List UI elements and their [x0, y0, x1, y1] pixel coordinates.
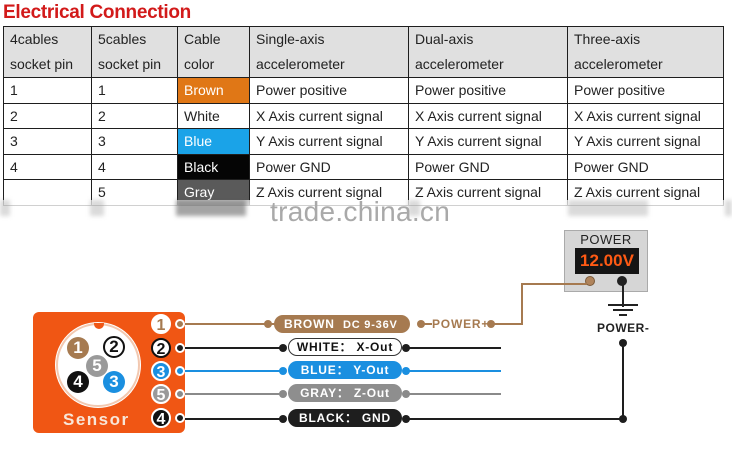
power-minus-label: POWER- [597, 321, 650, 335]
ground-symbol-line-2 [613, 309, 633, 311]
cell-color-black: Black [177, 153, 250, 180]
watermark: trade.china.cn [270, 196, 451, 227]
power-negative-terminal [617, 276, 627, 286]
wire-blue-out [405, 370, 501, 372]
wire-node [619, 339, 627, 347]
wire-node [264, 320, 272, 328]
cell-pin5: 2 [91, 102, 178, 129]
wire-label-brown: BROWN DC 9-36V [274, 315, 410, 333]
wire-white [185, 347, 285, 349]
sensor-socket: 1 2 5 4 3 [56, 323, 140, 407]
power-plus-label: POWER+ [432, 317, 490, 331]
wire-node [279, 344, 287, 352]
socket-notch [94, 323, 104, 329]
cell-color-blue: Blue [177, 128, 250, 155]
power-positive-terminal [585, 276, 595, 286]
wire-label-blue: BLUE： Y-Out [288, 361, 402, 379]
table-row: 4 4 Black Power GND Power GND Power GND [3, 153, 724, 180]
wire-gray [185, 393, 285, 395]
ground-symbol-line-1 [608, 304, 638, 306]
pin-terminal-2 [175, 343, 185, 353]
table-row: 3 3 Blue Y Axis current signal Y Axis cu… [3, 128, 724, 155]
table-row: 1 1 Brown Power positive Power positive … [3, 77, 724, 104]
cell-color-brown: Brown [177, 77, 250, 104]
cell-three: Y Axis current signal [567, 128, 724, 155]
wire-brown-to-power [490, 323, 523, 325]
cell-pin5: 1 [91, 77, 178, 104]
wire-node [279, 367, 287, 375]
cell-dual: Y Axis current signal [408, 128, 568, 155]
pin-terminal-5 [175, 389, 185, 399]
power-supply-title: POWER [580, 232, 632, 247]
socket-pin-1: 1 [67, 337, 89, 359]
cell-pin4: 4 [3, 153, 92, 180]
wire-brown-link [420, 323, 432, 325]
cell-single: Power positive [249, 77, 409, 104]
cell-three: Power GND [567, 153, 724, 180]
cell-three: X Axis current signal [567, 102, 724, 129]
wire-gnd-riser [622, 342, 624, 419]
wire-black [185, 418, 285, 420]
voltage-range: DC 9-36V [342, 319, 398, 331]
power-voltage-display: 12.00V [575, 248, 639, 274]
cell-three: Power positive [567, 77, 724, 104]
cell-dual: X Axis current signal [408, 102, 568, 129]
pin-terminal-4 [175, 413, 185, 423]
side-pin-2: 2 [151, 338, 171, 358]
pin-terminal-1 [175, 319, 185, 329]
cell-single: Power GND [249, 153, 409, 180]
cell-pin5: 4 [91, 153, 178, 180]
cell-single: X Axis current signal [249, 102, 409, 129]
ground-lead [622, 285, 624, 307]
wire-node [279, 390, 287, 398]
wire-brown-riser [521, 283, 523, 325]
wire-label-gray: GRAY： Z-Out [288, 384, 402, 402]
wire-white-out [405, 347, 501, 349]
side-pin-3: 3 [151, 361, 171, 381]
wire-gray-out [405, 393, 501, 395]
sensor-block: 1 2 5 4 3 Sensor 1 2 3 5 4 [33, 312, 185, 433]
side-pin-5: 5 [151, 384, 171, 404]
wire-node [279, 415, 287, 423]
cell-single: Y Axis current signal [249, 128, 409, 155]
cell-pin4: 3 [3, 128, 92, 155]
wire-black-out [405, 418, 623, 420]
power-supply: POWER 12.00V [564, 230, 648, 292]
cell-pin5: 3 [91, 128, 178, 155]
socket-pin-5: 5 [86, 355, 108, 377]
table-row: 2 2 White X Axis current signal X Axis c… [3, 102, 724, 129]
socket-pin-2: 2 [103, 336, 125, 358]
page-title: Electrical Connection [3, 2, 191, 23]
cell-color-white: White [177, 102, 250, 129]
ground-symbol-line-3 [619, 314, 627, 316]
sensor-label: Sensor [63, 410, 130, 429]
cell-dual: Power positive [408, 77, 568, 104]
pin-terminal-3 [175, 366, 185, 376]
cell-dual: Power GND [408, 153, 568, 180]
wire-blue [185, 370, 285, 372]
wire-brown-top [521, 283, 587, 285]
cell-pin4: 2 [3, 102, 92, 129]
side-pin-4: 4 [151, 408, 171, 428]
wire-label-black: BLACK： GND [288, 409, 402, 427]
wire-node [619, 415, 627, 423]
wire-brown [185, 323, 280, 325]
cell-pin4: 1 [3, 77, 92, 104]
side-pin-1: 1 [151, 314, 171, 334]
socket-pin-3: 3 [103, 371, 125, 393]
blur-band [0, 200, 732, 218]
socket-pin-4: 4 [67, 371, 89, 393]
wire-label-white: WHITE： X-Out [288, 338, 402, 356]
